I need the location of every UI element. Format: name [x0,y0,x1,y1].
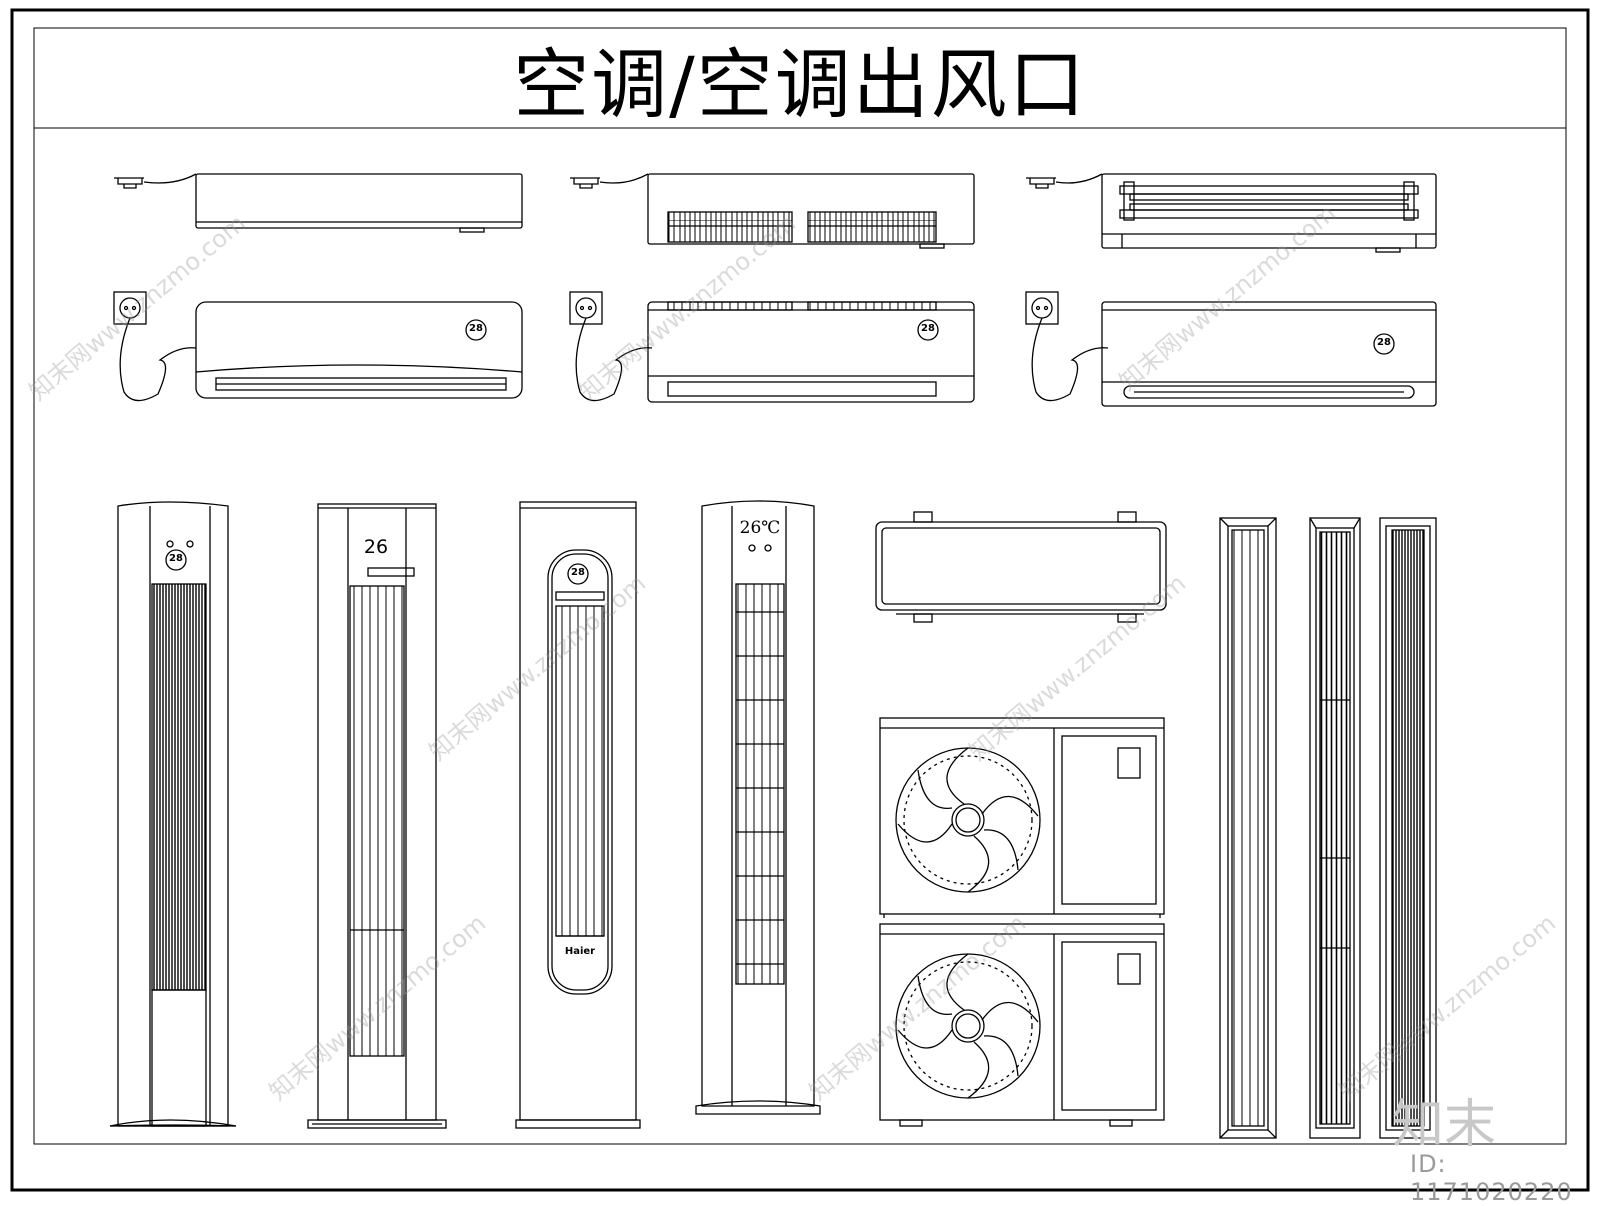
tower-unit-3-display: 28 [571,567,585,578]
watermark-logo: 知末 [1392,1095,1497,1155]
outer-frame [10,8,1590,1192]
wall-unit-front-view-1 [113,291,523,402]
air-outlet-2 [1309,517,1361,1139]
wall-unit-side-view-1 [114,173,523,233]
ducted-unit [875,511,1167,623]
wall-unit-3-display: 28 [1377,337,1391,348]
wall-unit-front-view-2 [569,291,975,403]
tower-unit-1 [109,501,237,1127]
tower-unit-2 [307,503,447,1129]
outdoor-unit-2 [879,923,1165,1127]
wall-unit-1-display: 28 [469,323,483,334]
tower-unit-4-display: 26℃ [739,518,781,538]
wall-unit-side-view-3 [1026,173,1437,253]
tower-unit-1-display: 28 [169,553,183,564]
drawing-title: 空调/空调出风口 [513,40,1087,129]
tower-unit-3 [515,501,641,1129]
drawing-id: ID: 1171020220 [1410,1150,1573,1206]
air-outlet-3 [1379,517,1437,1139]
wall-unit-side-view-2 [570,173,975,249]
outdoor-unit-1 [879,717,1165,918]
tower-unit-3-brand: Haier [564,946,596,957]
tower-unit-4 [695,500,821,1115]
inner-frame [33,27,1567,1145]
tower-unit-2-display: 26 [363,536,389,558]
air-outlet-1 [1219,517,1277,1139]
wall-unit-2-display: 28 [921,323,935,334]
wall-unit-front-view-3 [1025,291,1437,407]
